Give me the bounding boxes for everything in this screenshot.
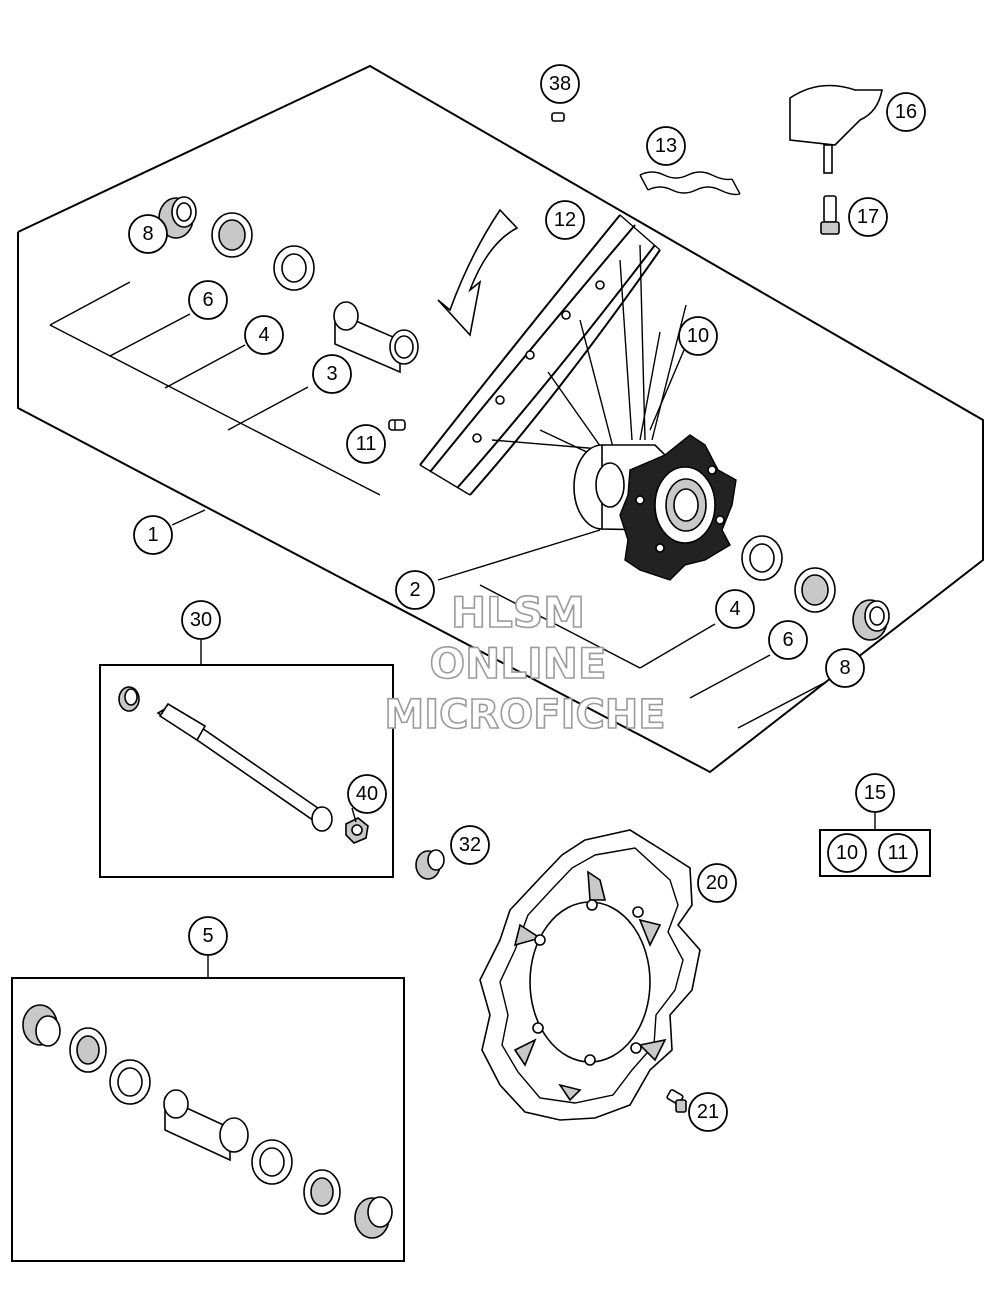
leader-lines-left <box>49 281 601 581</box>
callout-5: 5 <box>188 916 228 956</box>
svg-text:17: 17 <box>857 206 879 228</box>
svg-text:20: 20 <box>706 872 728 894</box>
callout-6-bottom: 6 <box>768 620 808 660</box>
spacer-tube-3 <box>333 301 419 374</box>
svg-text:2: 2 <box>409 579 420 601</box>
bolt-21 <box>666 1089 687 1113</box>
callout-16: 16 <box>886 92 926 132</box>
svg-text:11: 11 <box>888 842 909 864</box>
callout-4-bottom: 4 <box>715 589 755 629</box>
callout-15-item-10: 10 <box>827 833 867 873</box>
svg-text:30: 30 <box>190 609 212 631</box>
callout-11: 11 <box>346 424 386 464</box>
spacer-32 <box>415 849 445 880</box>
brake-disc-20 <box>479 829 701 1121</box>
svg-text:6: 6 <box>782 629 793 651</box>
svg-text:38: 38 <box>549 73 571 95</box>
plug-38 <box>551 112 565 122</box>
kit-5-parts <box>22 1004 393 1239</box>
callout-21: 21 <box>688 1092 728 1132</box>
svg-text:16: 16 <box>895 101 917 123</box>
nipple-11 <box>388 419 406 431</box>
callout-8-top: 8 <box>128 214 168 254</box>
axle-kit-box <box>99 664 394 878</box>
callout-connectors <box>351 349 685 823</box>
svg-text:12: 12 <box>554 209 576 231</box>
callout-38: 38 <box>540 64 580 104</box>
svg-text:13: 13 <box>655 135 677 157</box>
svg-text:8: 8 <box>839 657 850 679</box>
svg-text:1: 1 <box>147 524 158 546</box>
svg-text:4: 4 <box>258 324 269 346</box>
svg-text:4: 4 <box>729 598 740 620</box>
bearing-4-top <box>273 245 315 291</box>
seal-6-top <box>211 212 253 258</box>
spacer-8-bottom <box>852 599 890 641</box>
callout-15-item-11: 11 <box>878 833 918 873</box>
svg-text:15: 15 <box>864 782 886 804</box>
bearing-4-bottom <box>741 535 783 581</box>
rotation-arrow-12 <box>437 208 519 337</box>
callout-20: 20 <box>697 863 737 903</box>
watermark-line2: ONLINE <box>429 639 606 688</box>
callout-15: 15 <box>855 773 895 813</box>
svg-text:8: 8 <box>142 223 153 245</box>
svg-text:6: 6 <box>202 289 213 311</box>
rim-tape-13 <box>639 171 741 196</box>
leader-lines-right <box>479 584 827 729</box>
rim <box>419 214 661 496</box>
watermark-line1: HLSM <box>451 588 585 637</box>
callout-3: 3 <box>312 354 352 394</box>
callout-4-top: 4 <box>244 315 284 355</box>
svg-text:3: 3 <box>326 363 337 385</box>
callout-40: 40 <box>347 774 387 814</box>
callout-10: 10 <box>678 316 718 356</box>
spacer-8-top <box>158 196 197 239</box>
axle-30 <box>118 686 333 832</box>
nut-17 <box>820 195 840 235</box>
rim-lock-16 <box>789 84 883 174</box>
callout-30: 30 <box>181 600 221 640</box>
axle-nut-40 <box>345 817 369 844</box>
callout-13: 13 <box>646 126 686 166</box>
svg-text:21: 21 <box>697 1101 719 1123</box>
callout-32: 32 <box>450 825 490 865</box>
callout-6-top: 6 <box>188 280 228 320</box>
assembly-outline <box>17 64 984 774</box>
seal-6-bottom <box>794 567 836 613</box>
hub-flange <box>619 434 737 581</box>
callout-17: 17 <box>848 197 888 237</box>
callout-1: 1 <box>133 515 173 555</box>
svg-text:10: 10 <box>836 842 858 864</box>
svg-text:32: 32 <box>459 834 481 856</box>
svg-text:40: 40 <box>356 783 378 805</box>
callout-2: 2 <box>395 570 435 610</box>
watermark-line3: MICROFICHE <box>384 692 665 738</box>
svg-text:11: 11 <box>356 433 377 455</box>
svg-text:10: 10 <box>687 325 709 347</box>
callout-8-bottom: 8 <box>825 648 865 688</box>
svg-text:5: 5 <box>202 925 213 947</box>
callout-12: 12 <box>545 200 585 240</box>
